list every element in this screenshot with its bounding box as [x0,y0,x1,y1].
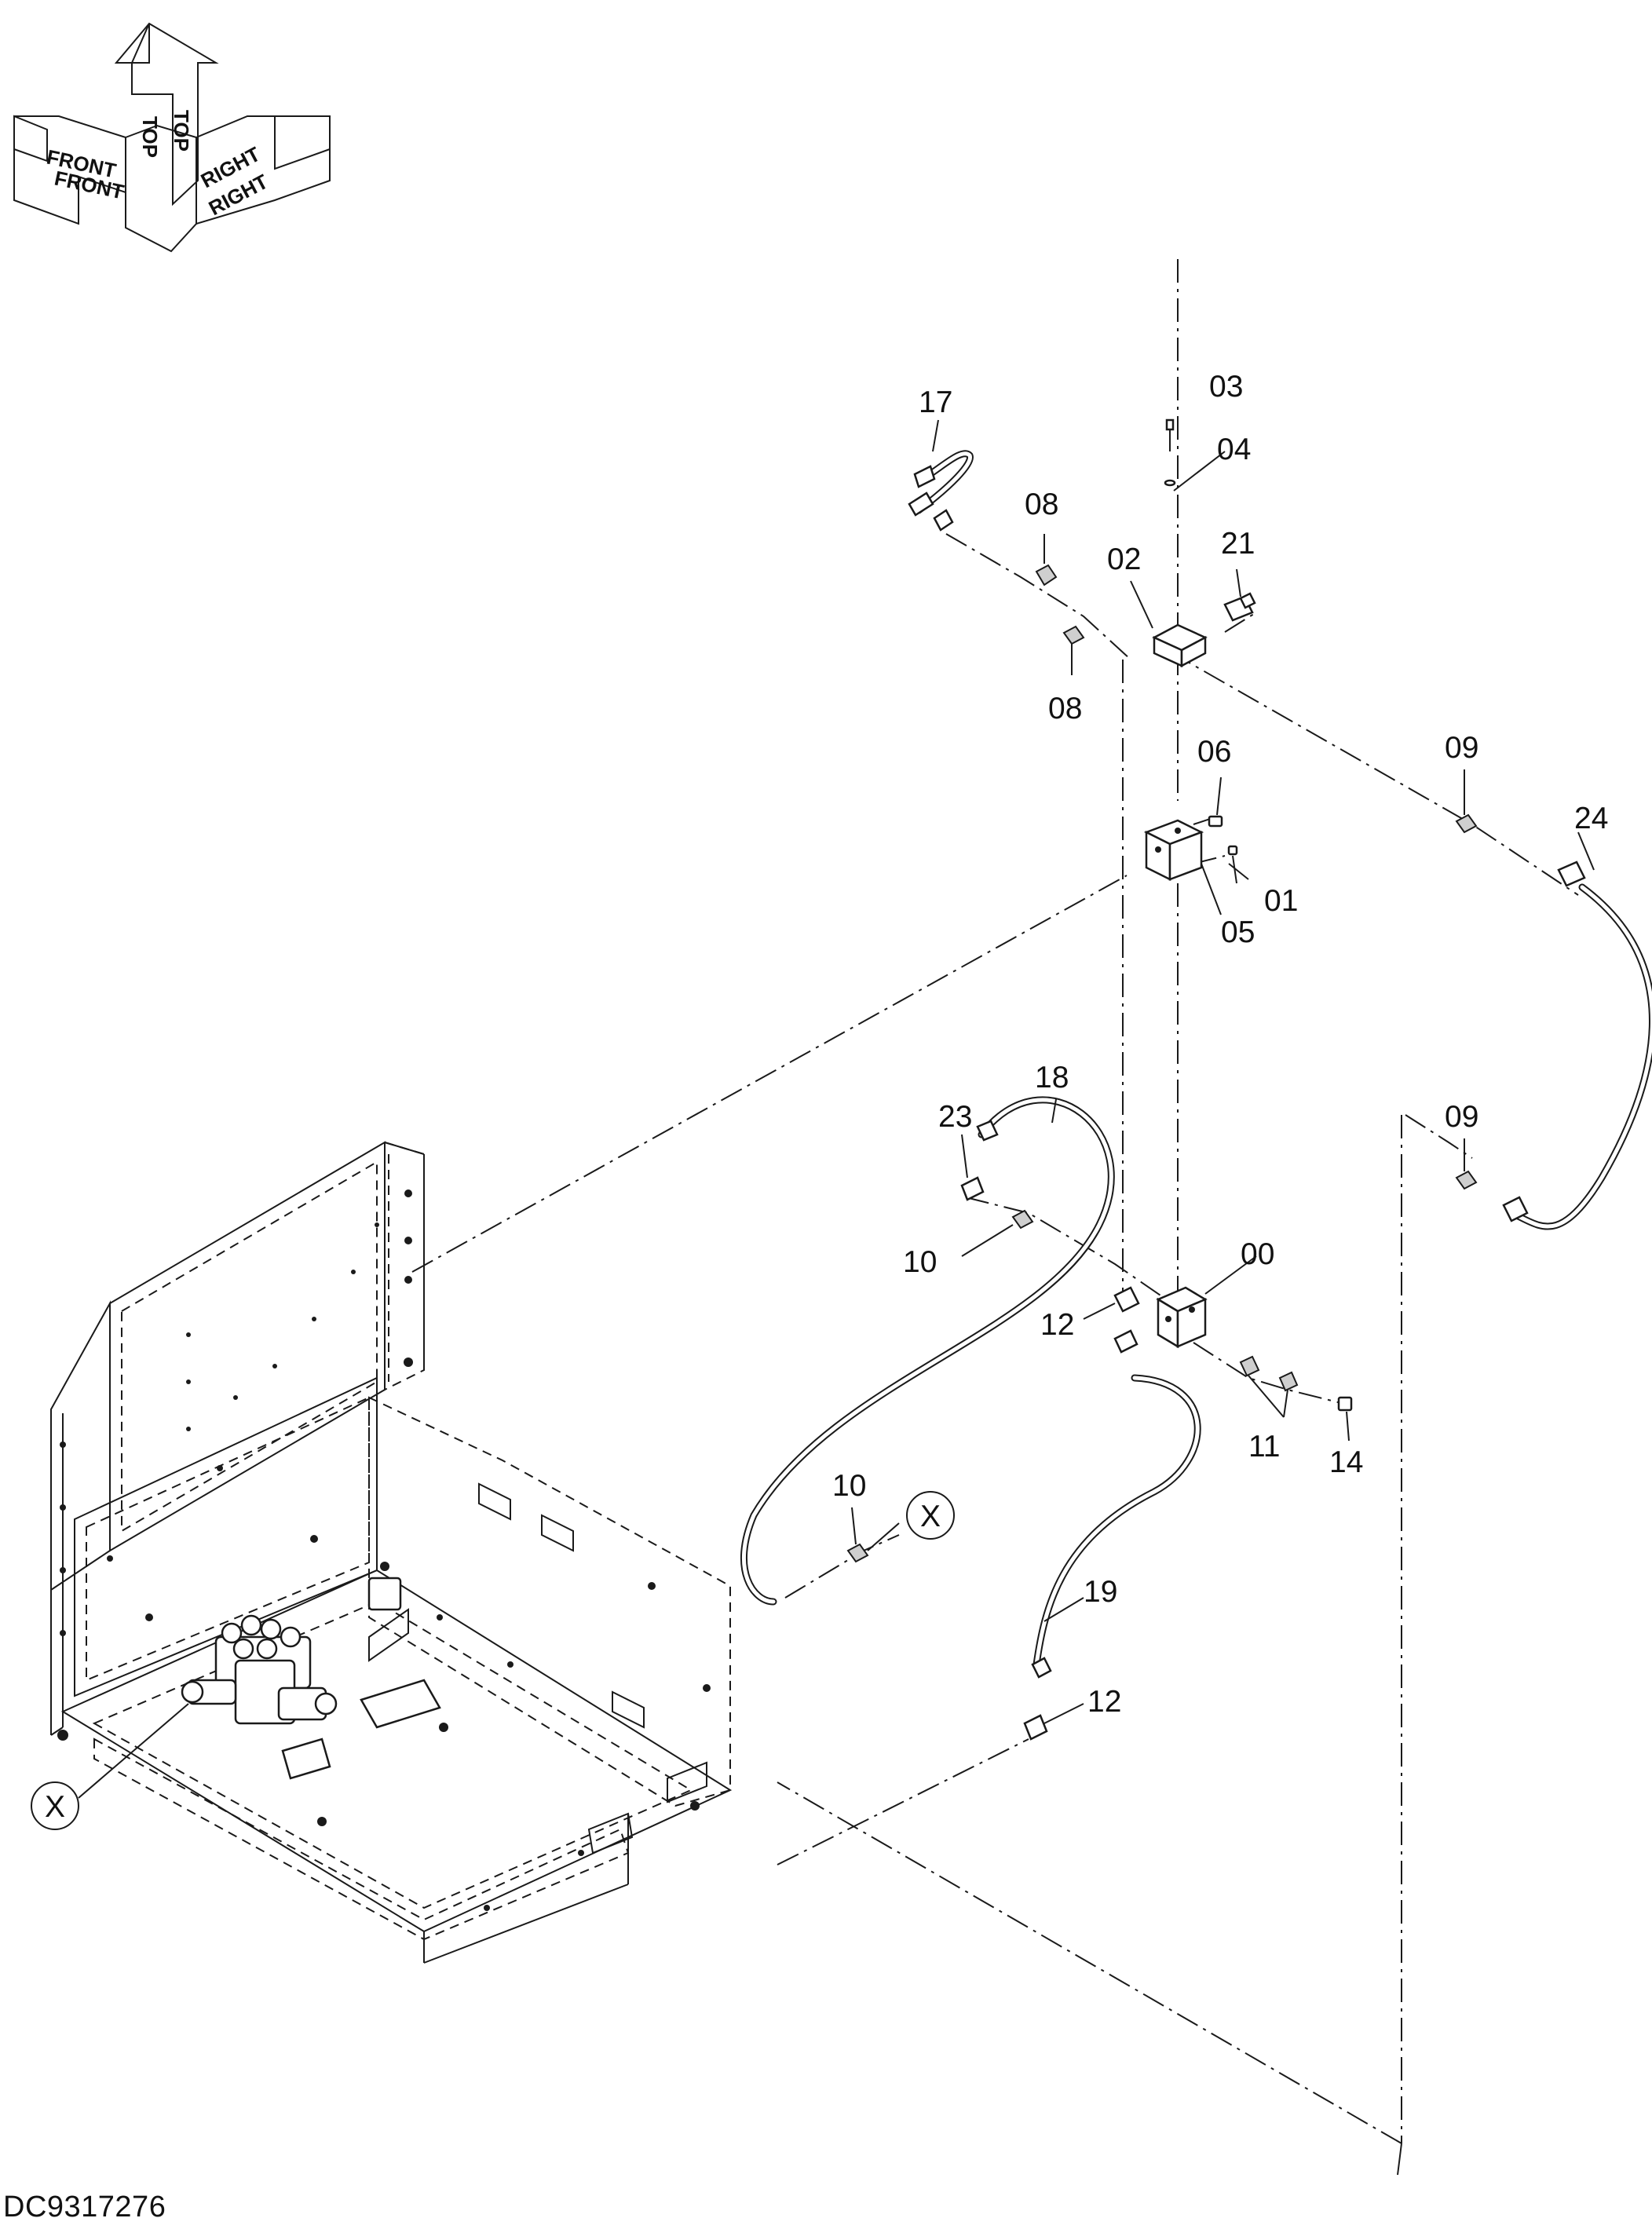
reference-marker-left: X [31,1781,79,1830]
reference-marker-left-label: X [45,1790,65,1824]
part-label-08-top: 08 [1025,488,1058,521]
orientation-indicator: FRONT FRONT TOP TOP RIGHT RIGHT [13,22,331,253]
part-label-10-lower: 10 [832,1469,866,1503]
part-label-21: 21 [1221,527,1255,561]
reference-marker-right-label: X [920,1500,941,1533]
frame-assembly [50,1141,733,1964]
part-label-09-top: 09 [1445,731,1478,765]
part-label-12-lower: 12 [1087,1685,1121,1719]
reference-marker-right: X [906,1491,955,1540]
part-label-24: 24 [1574,802,1608,835]
fittings [846,418,1586,1741]
control-valve [181,1577,441,1780]
part-label-12-upper: 12 [1040,1308,1074,1342]
part-label-01: 01 [1264,884,1298,918]
part-label-05: 05 [1221,915,1255,949]
hoses [740,450,1652,1668]
document-id: DC9317276 [3,2191,166,2224]
part-label-10-upper: 10 [903,1245,937,1279]
part-label-02: 02 [1107,543,1141,576]
part-label-19: 19 [1084,1575,1117,1609]
orientation-top-label: TOP [138,116,162,158]
part-label-06: 06 [1197,735,1231,769]
phantom-lines [411,259,1579,2176]
part-label-14: 14 [1329,1445,1363,1479]
part-label-18: 18 [1035,1061,1069,1094]
part-label-11: 11 [1248,1430,1281,1463]
part-label-23: 23 [938,1100,972,1134]
part-labels: 00 01 02 03 04 05 06 08 08 09 09 10 10 1… [832,370,1608,1719]
part-label-17: 17 [919,386,952,419]
part-label-04: 04 [1217,433,1251,466]
orientation-top-label-2: TOP [170,110,193,152]
part-label-00: 00 [1241,1237,1274,1271]
part-label-03: 03 [1209,370,1243,404]
part-label-08-bottom: 08 [1048,692,1082,725]
label-leaders [78,419,1595,1799]
part-label-09-bottom: 09 [1445,1100,1478,1134]
